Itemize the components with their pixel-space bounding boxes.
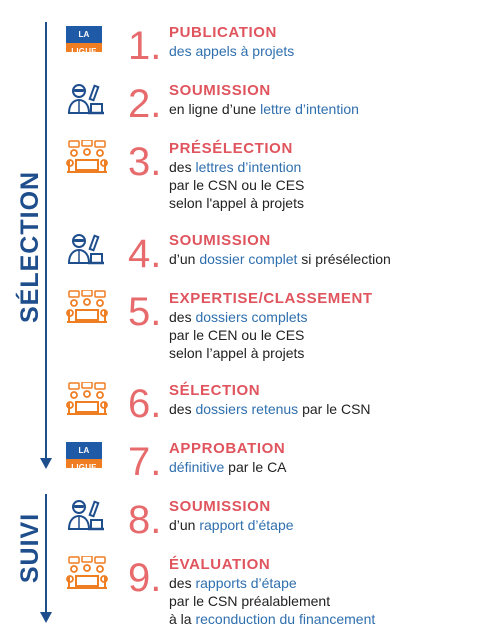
researcher-microscope-icon xyxy=(66,232,106,266)
description-text: selon l'appel à projets xyxy=(169,195,304,211)
step-text: PUBLICATION des appels à projets xyxy=(169,24,294,60)
step-description-line: par le CSN préalablement xyxy=(169,592,375,610)
description-text: selon l’appel à projets xyxy=(169,345,305,361)
step-number: 6. xyxy=(128,382,162,426)
suivi-axis-line xyxy=(45,494,47,614)
step-description-line: des rapports d’étape xyxy=(169,574,375,592)
highlighted-term: rapports d’étape xyxy=(195,575,297,591)
step-title: APPROBATION xyxy=(169,440,286,457)
highlighted-term: définitive xyxy=(169,459,225,475)
highlighted-term: lettre d’intention xyxy=(260,101,359,117)
step-description-line: définitive par le CA xyxy=(169,458,287,476)
description-text: d’un xyxy=(169,251,200,267)
step-title: SOUMISSION xyxy=(169,498,271,515)
suivi-arrow-icon xyxy=(40,612,52,623)
description-text: en ligne d’une xyxy=(169,101,261,117)
description-text: des xyxy=(169,575,196,591)
highlighted-term: lettres d’intention xyxy=(195,159,302,175)
step-title: SÉLECTION xyxy=(169,382,261,399)
researcher-microscope-icon xyxy=(66,82,106,116)
highlighted-term: reconduction du financement xyxy=(195,611,376,627)
selection-arrow-icon xyxy=(40,458,52,469)
step-number: 3. xyxy=(128,140,162,184)
step-title: SOUMISSION xyxy=(169,82,271,99)
phase-label-suivi: SUIVI xyxy=(16,512,44,584)
step-description-line: des dossiers retenus par le CSN xyxy=(169,400,371,418)
step-number: 4. xyxy=(128,232,162,276)
committee-meeting-icon xyxy=(66,381,108,416)
step-description-line: par le CEN ou le CES xyxy=(169,326,373,344)
step-number: 5. xyxy=(128,290,162,334)
highlighted-term: dossiers retenus xyxy=(195,401,299,417)
description-text: par le CSN xyxy=(298,401,371,417)
committee-meeting-icon xyxy=(66,555,108,590)
step-description-line: à la reconduction du financement xyxy=(169,610,375,628)
step-title: SOUMISSION xyxy=(169,232,271,249)
la-ligue-logo-icon: LA LIGUE xyxy=(66,24,106,58)
timeline: SÉLECTION SUIVI xyxy=(0,0,80,640)
step-description-line: d’un dossier complet si présélection xyxy=(169,250,391,268)
logo-text: LA LIGUE xyxy=(66,442,102,472)
description-text: à la xyxy=(169,611,196,627)
step-description-line: par le CSN ou le CES xyxy=(169,176,304,194)
committee-meeting-icon xyxy=(66,139,108,174)
description-text: des xyxy=(169,159,196,175)
description-text: par le CEN ou le CES xyxy=(169,327,305,343)
highlighted-term: des appels à projets xyxy=(169,43,295,59)
highlighted-term: dossiers complets xyxy=(195,309,308,325)
step-description-line: des appels à projets xyxy=(169,42,294,60)
step-number: 8. xyxy=(128,498,162,542)
step-description-line: des dossiers complets xyxy=(169,308,373,326)
step-description-line: des lettres d’intention xyxy=(169,158,304,176)
description-text: des xyxy=(169,309,196,325)
phase-label-selection: SÉLECTION xyxy=(16,170,44,323)
description-text: des xyxy=(169,401,196,417)
committee-meeting-icon xyxy=(66,289,108,324)
step-description-line: selon l'appel à projets xyxy=(169,194,304,212)
step-number: 9. xyxy=(128,556,162,600)
step-number: 2. xyxy=(128,82,162,126)
step-title: EXPERTISE/CLASSEMENT xyxy=(169,290,373,307)
step-description-line: selon l’appel à projets xyxy=(169,344,373,362)
step-number: 7. xyxy=(128,440,162,484)
selection-axis-line xyxy=(45,22,47,458)
description-text: si présélection xyxy=(297,251,391,267)
highlighted-term: dossier complet xyxy=(199,251,298,267)
step-description-line: d’un rapport d’étape xyxy=(169,516,294,534)
step-description-line: en ligne d’une lettre d’intention xyxy=(169,100,359,118)
description-text: d’un xyxy=(169,517,200,533)
researcher-microscope-icon xyxy=(66,498,106,532)
logo-text: LA LIGUE xyxy=(66,26,102,56)
highlighted-term: rapport d’étape xyxy=(199,517,294,533)
description-text: par le CSN préalablement xyxy=(169,593,331,609)
step-title: PRÉSÉLECTION xyxy=(169,140,293,157)
step-title: PUBLICATION xyxy=(169,24,277,41)
step-title: ÉVALUATION xyxy=(169,556,271,573)
description-text: par le CA xyxy=(224,459,287,475)
step-number: 1. xyxy=(128,24,162,68)
la-ligue-logo-icon: LA LIGUE xyxy=(66,440,106,474)
description-text: par le CSN ou le CES xyxy=(169,177,305,193)
